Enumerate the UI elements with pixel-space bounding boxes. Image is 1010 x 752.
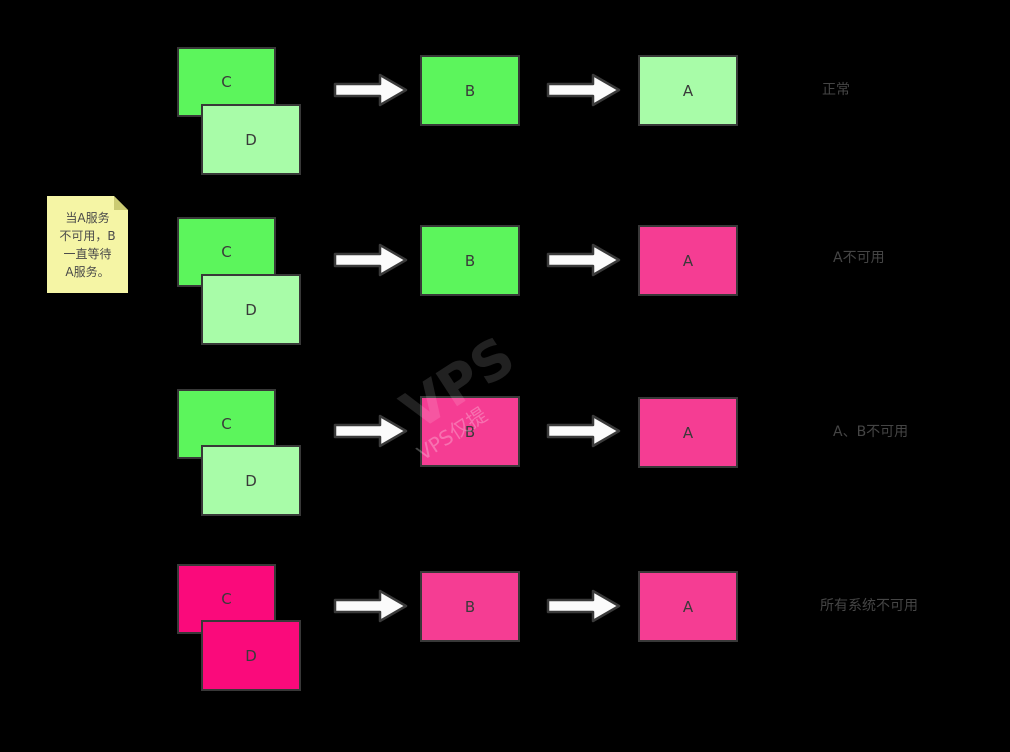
row-status-label: 所有系统不可用: [820, 598, 918, 614]
arrow-icon: [546, 588, 623, 624]
sticky-note-line: 当A服务: [65, 211, 110, 225]
node-d-row4: D: [201, 620, 301, 691]
arrow-icon: [546, 413, 623, 449]
arrow-icon: [546, 242, 623, 278]
node-d-row3: D: [201, 445, 301, 516]
arrow-icon: [333, 242, 410, 278]
node-b-row3: B: [420, 396, 520, 467]
node-a-row2: A: [638, 225, 738, 296]
sticky-note-line: A服务。: [65, 265, 110, 279]
arrow-icon: [546, 72, 623, 108]
node-a-row3: A: [638, 397, 738, 468]
arrow-icon: [333, 588, 410, 624]
node-d-row2: D: [201, 274, 301, 345]
node-d-row1: D: [201, 104, 301, 175]
node-b-row1: B: [420, 55, 520, 126]
arrow-icon: [333, 413, 410, 449]
note-fold-corner: [114, 196, 128, 210]
node-b-row2: B: [420, 225, 520, 296]
node-a-row1: A: [638, 55, 738, 126]
row-status-label: A不可用: [833, 250, 885, 266]
row-status-label: 正常: [822, 82, 850, 98]
sticky-note: 当A服务 不可用，B 一直等待 A服务。: [47, 196, 128, 293]
node-b-row4: B: [420, 571, 520, 642]
sticky-note-line: 不可用，B: [59, 229, 116, 243]
row-status-label: A、B不可用: [833, 424, 909, 440]
node-a-row4: A: [638, 571, 738, 642]
arrow-icon: [333, 72, 410, 108]
sticky-note-line: 一直等待: [63, 247, 112, 261]
